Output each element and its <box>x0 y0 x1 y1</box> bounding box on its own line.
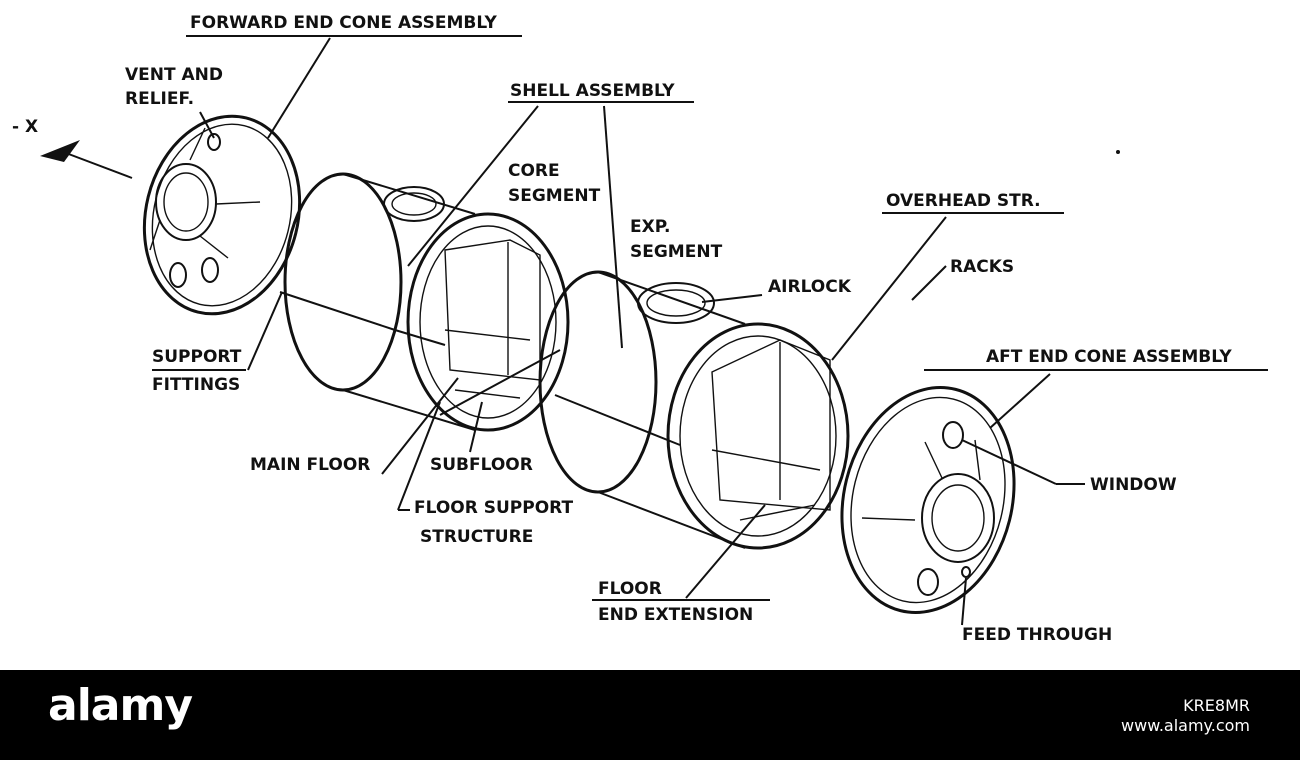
forward-end-cone <box>142 114 302 316</box>
label-floor-end-line1: FLOOR <box>598 579 662 599</box>
aft-end-cone <box>840 386 1016 614</box>
label-subfloor: SUBFLOOR <box>430 455 533 475</box>
minus-x-arrow <box>40 140 133 179</box>
label-floor-end-line2: END EXTENSION <box>598 605 753 625</box>
label-forward-end-cone: FORWARD END CONE ASSEMBLY <box>190 13 498 33</box>
label-main-floor: MAIN FLOOR <box>250 455 370 475</box>
label-exp-line2: SEGMENT <box>630 242 723 262</box>
label-core-line1: CORE <box>508 161 560 181</box>
watermark-footer: alamy KRE8MR www.alamy.com <box>0 670 1300 760</box>
label-exp-line1: EXP. <box>630 217 671 237</box>
exp-segment <box>538 270 850 550</box>
label-floor-support-line2: STRUCTURE <box>420 527 533 547</box>
label-overhead: OVERHEAD STR. <box>886 191 1041 211</box>
label-core-line2: SEGMENT <box>508 186 601 206</box>
label-window: WINDOW <box>1090 475 1177 495</box>
label-support-line2: FITTINGS <box>152 375 240 395</box>
brand-logo: alamy <box>48 680 193 731</box>
label-aft-end-cone: AFT END CONE ASSEMBLY <box>986 347 1232 367</box>
label-feed-through: FEED THROUGH <box>962 625 1112 645</box>
exploded-module-diagram: FORWARD END CONE ASSEMBLY VENT AND RELIE… <box>12 13 1268 645</box>
label-vent-line2: RELIEF. <box>125 89 194 109</box>
label-vent-line1: VENT AND <box>125 65 223 85</box>
image-id: KRE8MR <box>1183 696 1250 715</box>
leader-lines <box>152 35 1268 626</box>
label-airlock: AIRLOCK <box>768 277 852 297</box>
site-url: www.alamy.com <box>1121 716 1250 735</box>
label-support-line1: SUPPORT <box>152 347 242 367</box>
label-racks: RACKS <box>950 257 1014 277</box>
label-minus-x: - X <box>12 117 38 137</box>
label-shell-assembly: SHELL ASSEMBLY <box>510 81 675 101</box>
label-floor-support-line1: FLOOR SUPPORT <box>414 498 573 518</box>
core-segment <box>279 172 570 432</box>
